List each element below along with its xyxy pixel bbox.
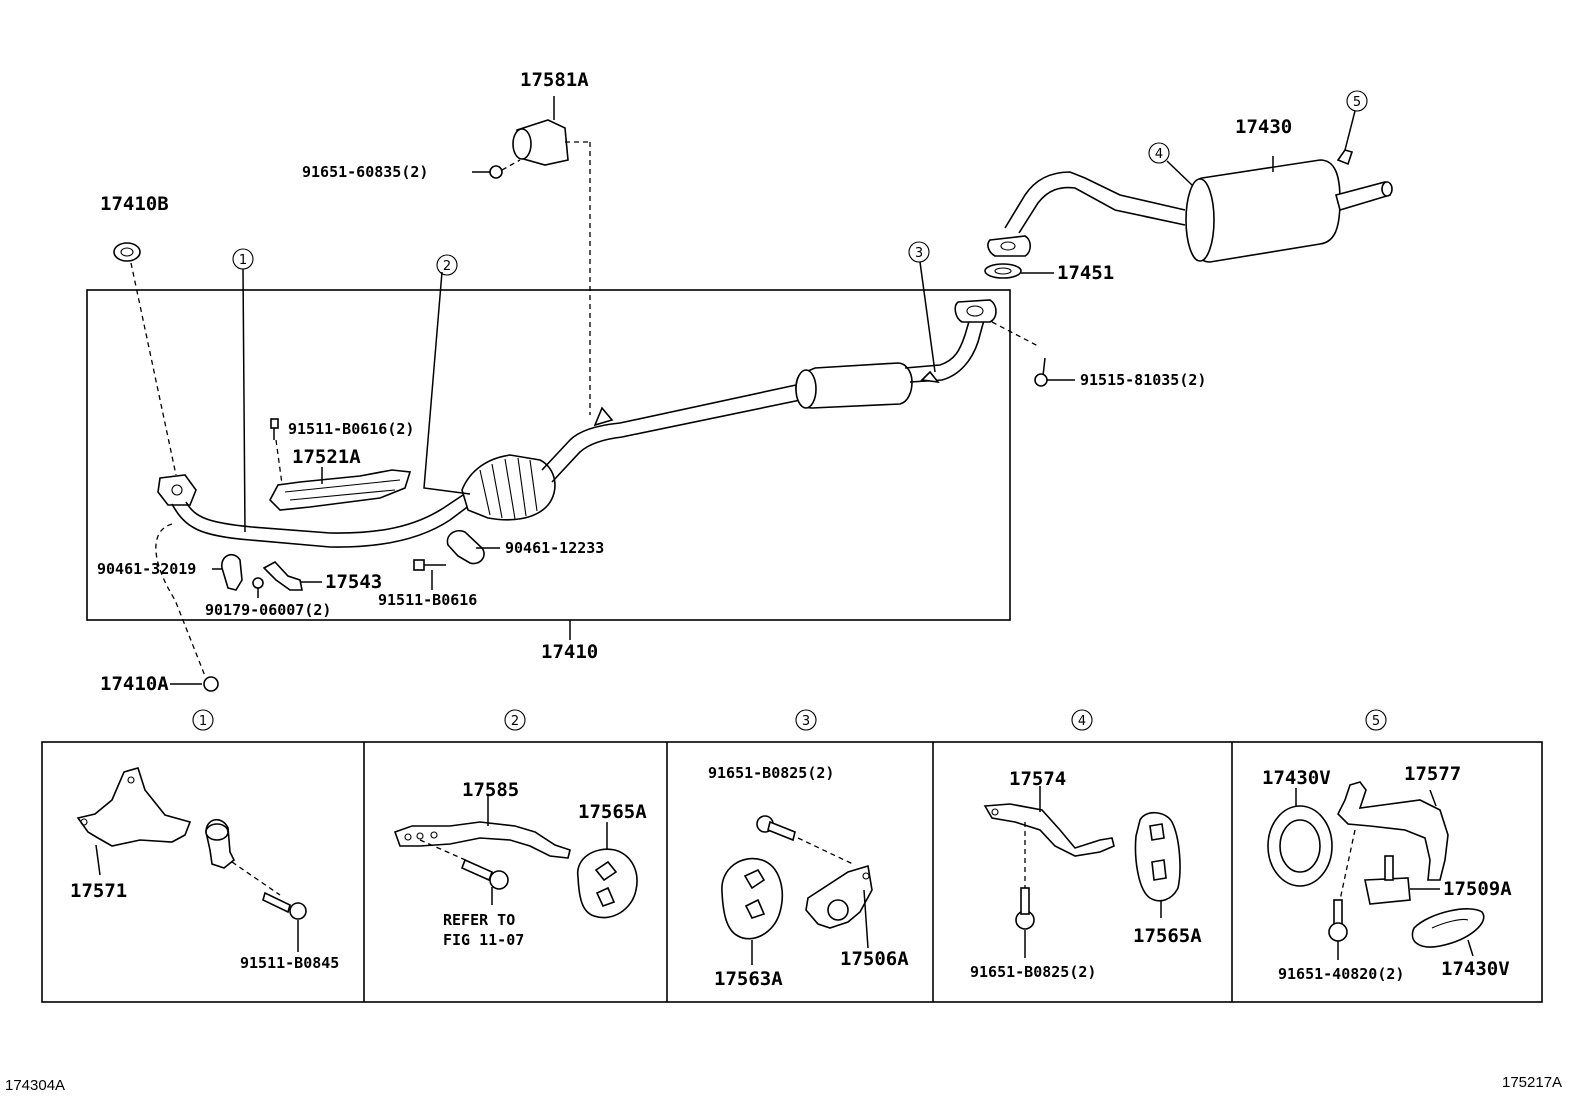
bolt-refer-fig-11-07[interactable] xyxy=(460,858,509,905)
svg-text:2: 2 xyxy=(443,259,451,274)
label-17410A[interactable]: 17410A xyxy=(100,673,169,695)
clamp-90461-12233[interactable] xyxy=(446,530,485,565)
svg-text:5: 5 xyxy=(1372,714,1380,729)
label-90461-12233[interactable]: 90461-12233 xyxy=(505,539,604,557)
label-91515-81035[interactable]: 91515-81035(2) xyxy=(1080,371,1206,389)
bolt-91651-40820[interactable] xyxy=(1328,899,1348,960)
panel-4-parts xyxy=(983,786,1181,958)
heat-insulator-17521A[interactable] xyxy=(269,469,412,511)
assembly-box-17410 xyxy=(86,289,1011,621)
clamp-90461-32019[interactable] xyxy=(221,553,243,591)
bolt-91651-B0825-panel4[interactable] xyxy=(1015,887,1035,958)
panel-5-parts xyxy=(1267,781,1485,960)
rear-muffler-17430[interactable] xyxy=(987,149,1393,263)
svg-text:1: 1 xyxy=(239,253,247,268)
callout-4[interactable]: 4 xyxy=(1148,142,1193,186)
svg-text:4: 4 xyxy=(1155,147,1163,162)
bolt-91515-81035[interactable] xyxy=(991,321,1075,387)
label-90461-32019[interactable]: 90461-32019 xyxy=(97,560,196,578)
grommet-17430V-left[interactable] xyxy=(1267,788,1333,887)
panel-2-parts xyxy=(393,795,638,919)
front-exhaust-pipe[interactable] xyxy=(157,299,997,548)
callout-5[interactable]: 5 xyxy=(1344,90,1368,151)
label-17565A-panel2[interactable]: 17565A xyxy=(578,801,647,823)
label-17410[interactable]: 17410 xyxy=(541,641,598,663)
detail-panel-strip xyxy=(41,741,1543,1003)
gasket-17451[interactable] xyxy=(984,263,1022,279)
label-17430[interactable]: 17430 xyxy=(1235,116,1292,138)
grommet-17430V-right[interactable] xyxy=(1411,908,1485,957)
panel-5-header: 5 xyxy=(1365,709,1387,731)
label-91511-B0616[interactable]: 91511-B0616 xyxy=(378,591,477,609)
heat-shield-17571[interactable] xyxy=(76,767,192,847)
panel-1-header: 1 xyxy=(192,709,214,731)
label-91651-B0825-panel3[interactable]: 91651-B0825(2) xyxy=(708,764,834,782)
bolt-91511-B0616[interactable] xyxy=(413,559,446,571)
svg-text:3: 3 xyxy=(915,246,923,261)
label-17581A[interactable]: 17581A xyxy=(520,69,589,91)
panel-4-header: 4 xyxy=(1071,709,1093,731)
bolt-91651-60835[interactable] xyxy=(472,159,521,179)
refer-note-line2[interactable]: FIG 11-07 xyxy=(443,931,524,949)
label-90179-06007[interactable]: 90179-06007(2) xyxy=(205,601,331,619)
bolt-91511-B0845[interactable] xyxy=(262,891,307,952)
bracket-17574[interactable] xyxy=(983,803,1115,857)
mount-17509A[interactable] xyxy=(1364,855,1440,905)
panel-1-parts xyxy=(76,767,307,952)
panel-3-parts xyxy=(721,815,873,965)
svg-text:3: 3 xyxy=(802,714,810,729)
callout-2[interactable]: 2 xyxy=(436,254,458,276)
label-17574[interactable]: 17574 xyxy=(1009,768,1066,790)
label-17571[interactable]: 17571 xyxy=(70,880,127,902)
label-17585[interactable]: 17585 xyxy=(462,779,519,801)
label-91651-60835[interactable]: 91651-60835(2) xyxy=(302,163,428,181)
label-91511-B0845[interactable]: 91511-B0845 xyxy=(240,954,339,972)
label-17565A-panel4[interactable]: 17565A xyxy=(1133,925,1202,947)
label-17430V-top[interactable]: 17430V xyxy=(1262,767,1331,789)
insulator-17581A[interactable] xyxy=(512,96,569,166)
svg-text:4: 4 xyxy=(1078,714,1086,729)
panel-2-header: 2 xyxy=(504,709,526,731)
footer-left-code: 174304A xyxy=(5,1077,65,1094)
svg-text:5: 5 xyxy=(1353,95,1361,110)
label-17430V-bottom[interactable]: 17430V xyxy=(1441,958,1510,980)
label-17543[interactable]: 17543 xyxy=(325,571,382,593)
bolt-91651-B0825-panel3[interactable] xyxy=(756,815,856,866)
svg-text:1: 1 xyxy=(199,714,207,729)
label-17410B[interactable]: 17410B xyxy=(100,193,169,215)
footer-right-code: 175217A xyxy=(1502,1074,1562,1091)
rubber-hanger-17563A[interactable] xyxy=(721,857,784,965)
bracket-17506A[interactable] xyxy=(805,864,873,949)
callout-3[interactable]: 3 xyxy=(908,241,936,373)
panel-3-header: 3 xyxy=(795,709,817,731)
callout-1[interactable]: 1 xyxy=(232,248,254,533)
label-17509A[interactable]: 17509A xyxy=(1443,878,1512,900)
bolt-91511-B0616-pair[interactable] xyxy=(270,418,283,485)
nut-90179-06007[interactable] xyxy=(252,577,264,589)
label-17521A[interactable]: 17521A xyxy=(292,446,361,468)
label-17577[interactable]: 17577 xyxy=(1404,763,1461,785)
label-17506A[interactable]: 17506A xyxy=(840,948,909,970)
label-17563A[interactable]: 17563A xyxy=(714,968,783,990)
refer-note-line1[interactable]: REFER TO xyxy=(443,911,515,929)
svg-text:2: 2 xyxy=(511,714,519,729)
bracket-17577[interactable] xyxy=(1337,781,1449,881)
bracket-17585[interactable] xyxy=(393,821,571,859)
label-91511-B0616-pair[interactable]: 91511-B0616(2) xyxy=(288,420,414,438)
label-91651-B0825-panel4[interactable]: 91651-B0825(2) xyxy=(970,963,1096,981)
label-17451[interactable]: 17451 xyxy=(1057,262,1114,284)
nut-17410A[interactable] xyxy=(170,676,219,692)
rubber-hanger-17565A[interactable] xyxy=(577,822,638,919)
label-91651-40820[interactable]: 91651-40820(2) xyxy=(1278,965,1404,983)
bracket-17543[interactable] xyxy=(262,560,303,591)
gasket-17410B[interactable] xyxy=(113,242,141,262)
rubber-hanger-17565A-panel4[interactable] xyxy=(1134,811,1181,918)
